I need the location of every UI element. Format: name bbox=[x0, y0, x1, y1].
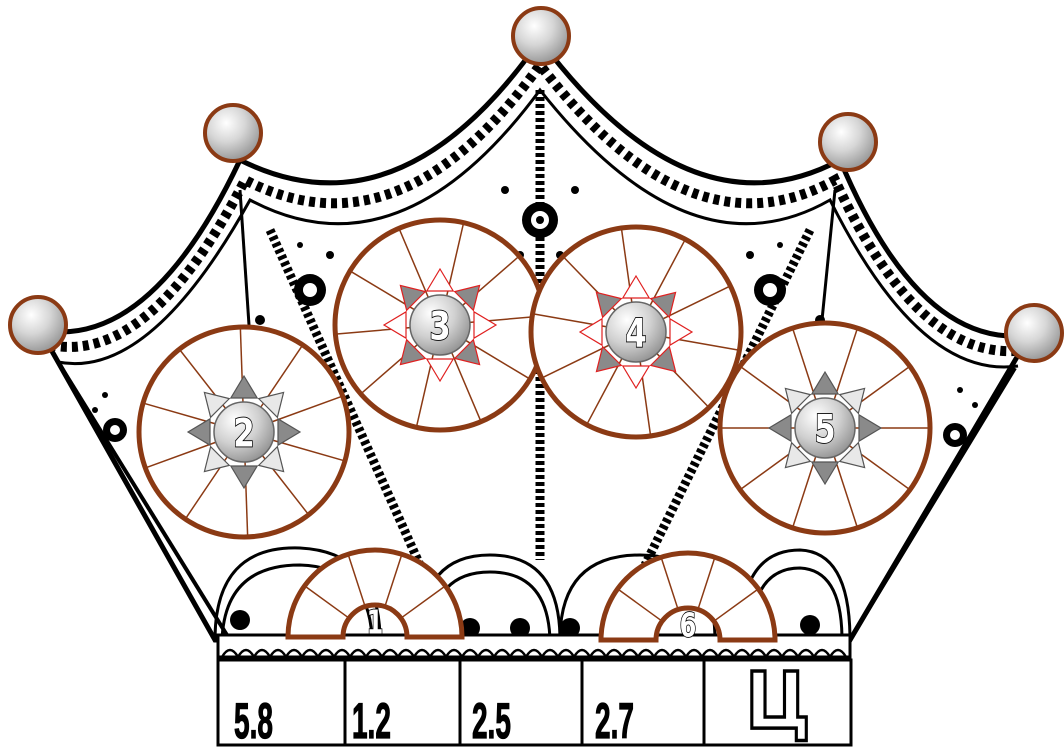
wheel-number: 2 bbox=[233, 410, 254, 456]
wheel-number: 3 bbox=[429, 303, 450, 349]
letter-cell: Ц bbox=[745, 657, 810, 747]
pearl-right bbox=[1006, 305, 1062, 361]
wheel-2[interactable]: 2 bbox=[139, 327, 349, 537]
wheel-number: 5 bbox=[814, 406, 835, 452]
answer-cell-3: 2.5 bbox=[472, 692, 511, 747]
pearl-left bbox=[10, 297, 66, 353]
wheel-number: 4 bbox=[625, 310, 646, 356]
half-wheel-number: 6 bbox=[680, 606, 697, 645]
pearl-top bbox=[513, 8, 569, 64]
wheel-5[interactable]: 5 bbox=[720, 323, 930, 533]
answer-cell-1: 5.8 bbox=[234, 692, 273, 747]
pearl-upper-left bbox=[205, 105, 261, 161]
pearl-upper-right bbox=[820, 114, 876, 170]
answer-table: 5.8 1.2 2.5 2.7 Ц bbox=[218, 657, 851, 747]
wheel-3[interactable]: 3 bbox=[335, 220, 545, 430]
answer-cell-2: 1.2 bbox=[352, 692, 391, 747]
answer-cell-4: 2.7 bbox=[595, 692, 634, 747]
wheel-4[interactable]: 4 bbox=[531, 227, 741, 437]
half-wheel-number: 1 bbox=[367, 603, 384, 642]
